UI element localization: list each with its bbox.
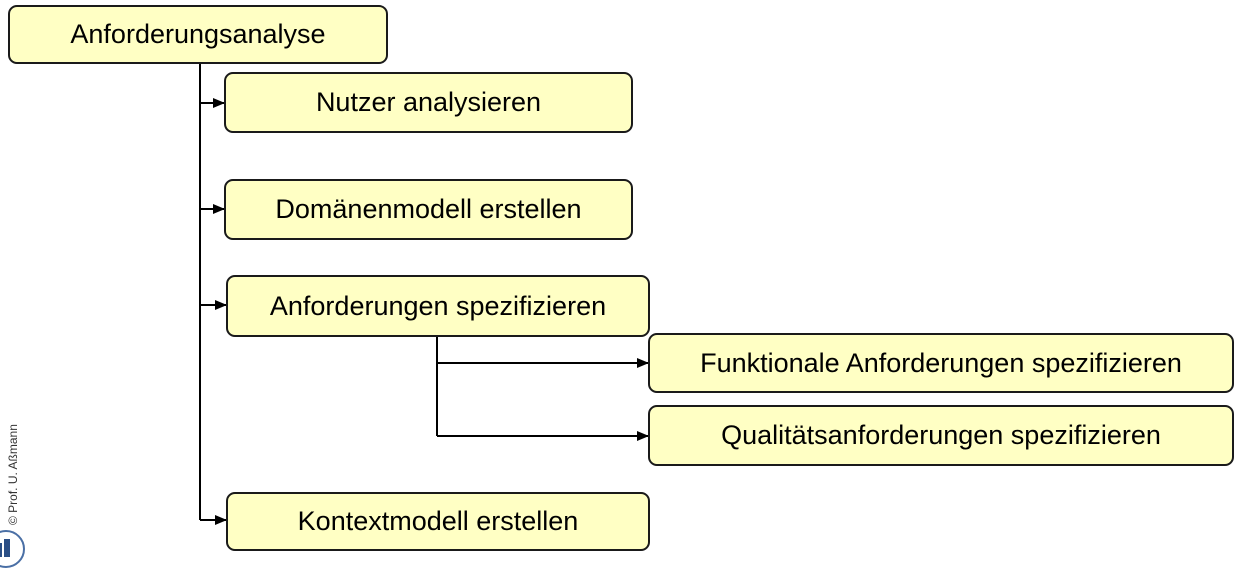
connector-lines — [199, 64, 649, 525]
node-anforderungen-spezifizieren: Anforderungen spezifizieren — [226, 275, 650, 337]
node-nutzer-analysieren: Nutzer analysieren — [224, 72, 633, 133]
copyright-text: © Prof. U. Aßmann — [6, 424, 20, 525]
node-funktionale-anforderungen: Funktionale Anforderungen spezifizieren — [648, 333, 1234, 393]
node-anforderungsanalyse: Anforderungsanalyse — [8, 5, 388, 64]
node-qualitaetsanforderungen: Qualitätsanforderungen spezifizieren — [648, 405, 1234, 466]
university-logo-icon — [0, 530, 25, 568]
node-kontextmodell-erstellen: Kontextmodell erstellen — [226, 492, 650, 551]
node-domaenenmodell-erstellen: Domänenmodell erstellen — [224, 179, 633, 240]
